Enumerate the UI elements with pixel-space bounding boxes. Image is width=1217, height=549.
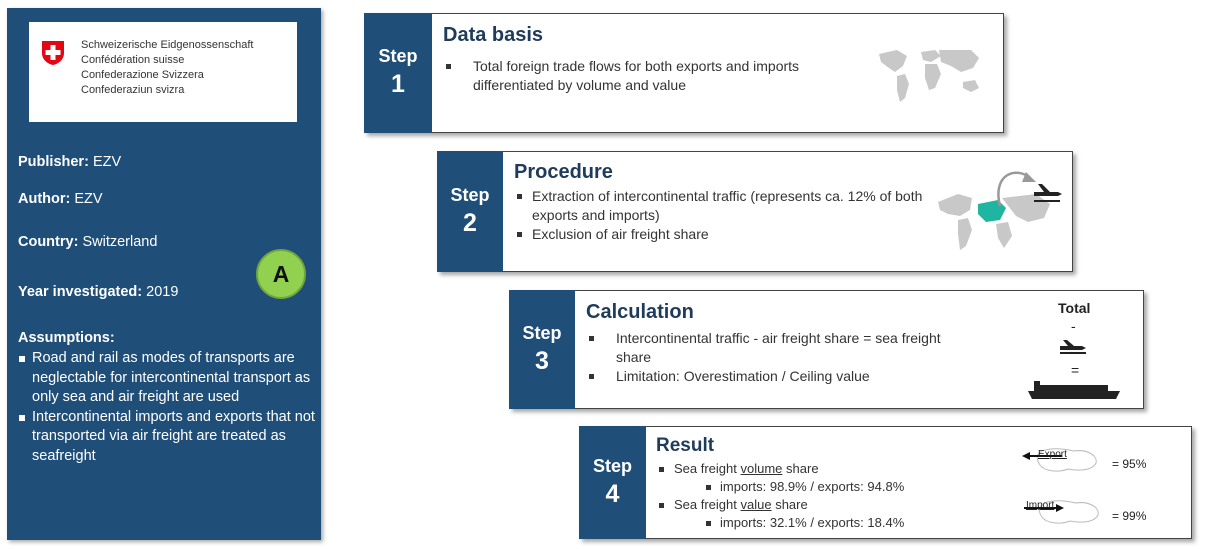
equals-sign: = [1071,362,1080,378]
step-1-title: Data basis [443,24,544,46]
step-2-bullets: Extraction of intercontinental traffic (… [514,187,934,244]
org-line-rm: Confederaziun svizra [81,84,185,96]
publisher-line: Publisher: EZV [18,154,121,170]
step-1-tab: Step 1 [364,13,432,133]
volume-share-item: Sea freight volume share [656,460,996,478]
import-switzerland-icon [1024,500,1099,524]
year-label: Year investigated: [18,284,143,300]
confederation-name: Schweizerische Eidgenossenschaft Confédé… [81,38,253,98]
year-value: 2019 [146,284,179,300]
author-line: Author: EZV [18,191,103,207]
step-word: Step [378,46,418,66]
bullet-item: Exclusion of air freight share [514,225,934,244]
bullet-item: Total foreign trade flows for both expor… [443,57,863,95]
step-3-bullets: Intercontinental traffic - air freight s… [586,329,966,386]
step-3-title: Calculation [586,301,694,323]
export-percentage: = 95% [1112,457,1147,471]
step-number: 3 [535,346,549,375]
author-label: Author: [18,191,71,207]
bullet-item: Intercontinental traffic - air freight s… [586,329,966,367]
step-2-title: Procedure [514,161,613,183]
country-line: Country: Switzerland [18,234,157,250]
step-4-tab: Step 4 [579,426,646,539]
world-map-icon [879,50,979,102]
swiss-shield-icon [42,41,64,65]
export-label: Export [1038,449,1067,460]
step-1-box: Step 1 Data basis Total foreign trade fl… [364,13,1004,133]
volume-word: volume [740,461,783,476]
import-percentage: = 99% [1112,509,1147,523]
step-number: 4 [605,479,620,508]
swiss-confederation-logo: Schweizerische Eidgenossenschaft Confédé… [29,22,297,122]
source-info-panel: Schweizerische Eidgenossenschaft Confédé… [7,8,321,540]
volume-detail: imports: 98.9% / exports: 94.8% [656,478,996,496]
step-4-results: Sea freight volume share imports: 98.9% … [656,460,996,532]
import-label: Import [1026,500,1055,511]
step-number: 1 [391,70,405,98]
bullet-item: Extraction of intercontinental traffic (… [514,187,934,225]
container-ship-icon [1028,381,1120,399]
assumption-item: Intercontinental imports and exports tha… [18,408,316,467]
author-value: EZV [74,191,103,207]
org-line-fr: Confédération suisse [81,54,185,66]
assumption-item: Road and rail as modes of transports are… [18,349,316,408]
value-detail: imports: 32.1% / exports: 18.4% [656,514,996,532]
bullet-item: Limitation: Overestimation / Ceiling val… [586,367,966,386]
assumptions-list: Road and rail as modes of transports are… [18,349,316,466]
org-line-it: Confederazione Svizzera [81,69,204,81]
airplane-icon [1034,184,1062,202]
value-share-prefix: Sea freight [674,497,741,512]
step-word: Step [522,322,562,343]
minus-sign: - [1071,318,1076,334]
country-label: Country: [18,234,79,250]
step-2-box: Step 2 Procedure Extraction of intercont… [437,151,1073,272]
volume-share-prefix: Sea freight [674,461,741,476]
publisher-label: Publisher: [18,154,89,170]
country-value: Switzerland [82,234,158,250]
org-line-de: Schweizerische Eidgenossenschaft [81,39,254,51]
step-word: Step [450,184,490,205]
value-share-suffix: share [771,497,808,512]
total-label: Total [1058,300,1091,316]
step-1-bullets: Total foreign trade flows for both expor… [443,57,863,95]
airplane-icon [1060,340,1086,354]
badge-a: A [256,249,306,299]
value-share-item: Sea freight value share [656,496,996,514]
step-2-tab: Step 2 [437,151,503,272]
step-4-box: Step 4 Result Sea freight volume share i… [579,426,1192,539]
export-switzerland-icon [1022,448,1097,472]
step-3-tab: Step 3 [509,290,575,409]
step-number: 2 [463,208,477,237]
step-4-title: Result [656,435,715,456]
assumptions-heading: Assumptions: [18,330,115,346]
publisher-value: EZV [92,154,122,170]
volume-share-suffix: share [782,461,819,476]
year-line: Year investigated: 2019 [18,284,178,300]
step-word: Step [592,455,632,476]
value-word: value [740,497,772,512]
step-3-box: Step 3 Calculation Intercontinental traf… [509,290,1144,409]
europe-map-icon [938,171,1062,250]
